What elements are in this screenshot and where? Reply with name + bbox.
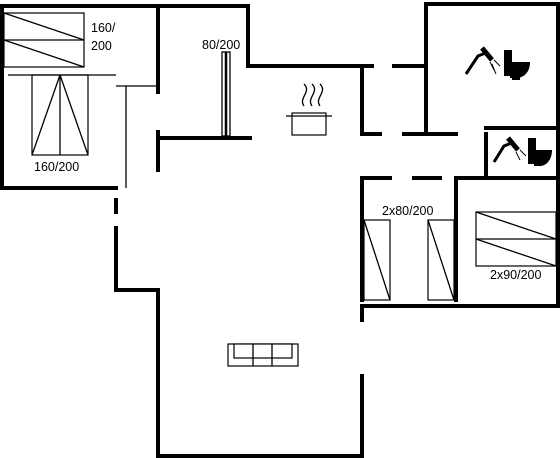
bed-blanket bbox=[59, 74, 89, 156]
bed-blanket bbox=[475, 238, 557, 267]
wall-kitchen-north bbox=[246, 4, 374, 68]
sofa-icon bbox=[227, 343, 299, 367]
steam-line bbox=[317, 83, 324, 107]
toilet-icon bbox=[504, 50, 530, 80]
toilet-icon bbox=[528, 138, 552, 166]
bed-label: 160/200 bbox=[34, 160, 79, 174]
steam-line bbox=[301, 83, 308, 107]
bed-blanket bbox=[363, 219, 391, 301]
shower-icon bbox=[492, 136, 527, 163]
bed-east bbox=[475, 211, 557, 267]
steam-line bbox=[309, 83, 316, 107]
bed-west bbox=[8, 74, 116, 156]
sofa-back bbox=[233, 343, 293, 359]
bed-blanket bbox=[3, 12, 85, 41]
wall-south bbox=[156, 288, 364, 458]
bed-label-line2: 200 bbox=[91, 39, 112, 53]
pot-body bbox=[291, 112, 327, 136]
bed-blanket bbox=[3, 39, 85, 68]
twin-beds bbox=[363, 219, 455, 301]
bed-blanket bbox=[475, 211, 557, 240]
bed-blanket bbox=[31, 74, 61, 156]
twin-label: 2x80/200 bbox=[382, 204, 433, 218]
bathroom-fixtures bbox=[464, 46, 530, 80]
wall-nw-bedroom bbox=[0, 4, 160, 190]
bed-nw bbox=[3, 12, 85, 68]
bed-label: 2x90/200 bbox=[490, 268, 541, 282]
bed-blanket bbox=[427, 219, 455, 301]
cooking-pot-icon bbox=[286, 83, 332, 136]
bed-label-line1: 160/ bbox=[91, 21, 116, 35]
wc-fixtures bbox=[492, 136, 552, 166]
shower-icon bbox=[464, 46, 501, 75]
closet-shelves bbox=[221, 51, 231, 137]
wall-bath-north bbox=[424, 2, 560, 308]
closet-label: 80/200 bbox=[202, 38, 240, 52]
